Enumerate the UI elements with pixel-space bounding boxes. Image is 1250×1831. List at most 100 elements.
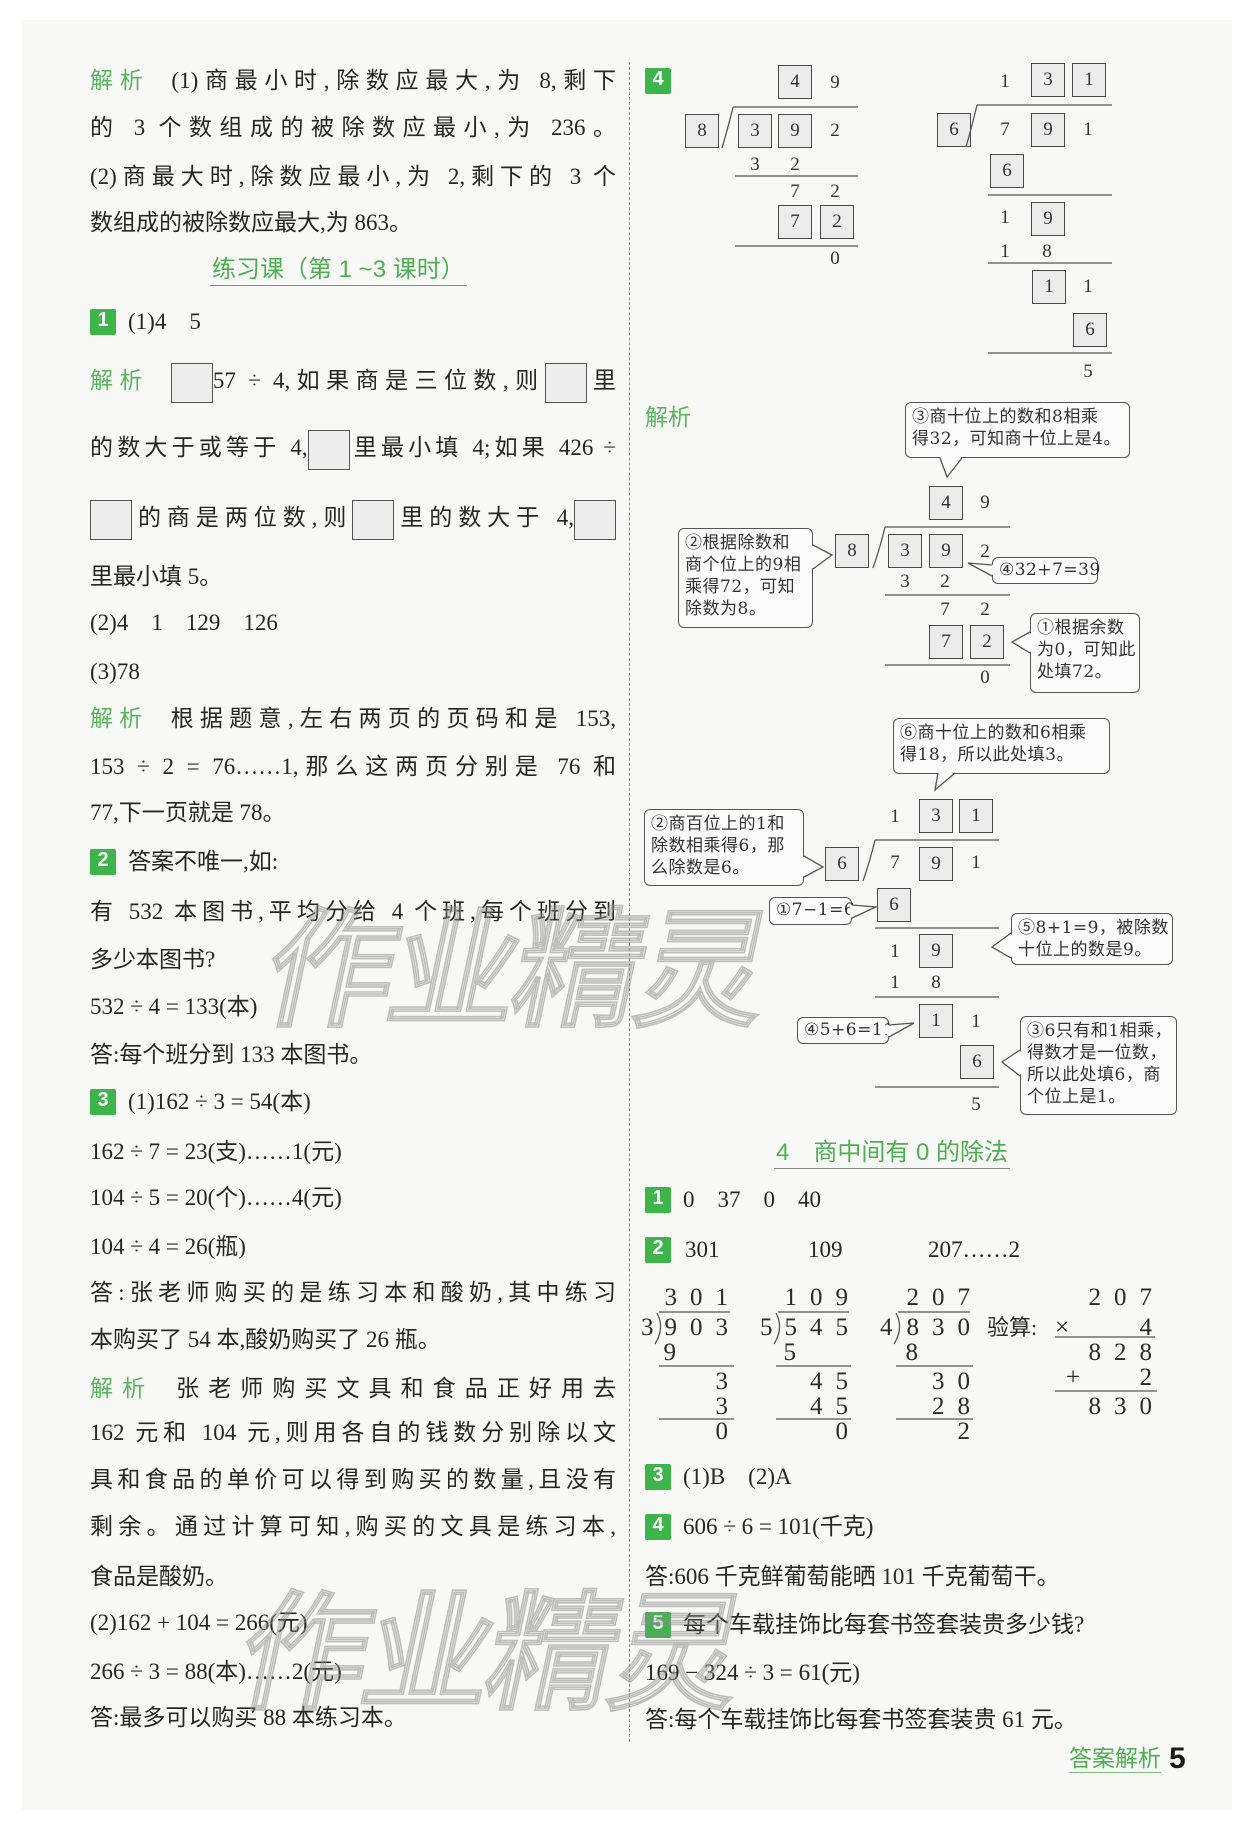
multiplier: 4 xyxy=(1139,1314,1165,1341)
page-footer: 答案解析 5 xyxy=(1069,1741,1186,1775)
q3-analysis-line: 具和食品的单价可以得到购买的数量,且没有 xyxy=(90,1467,616,1492)
remainder: 2 xyxy=(957,1418,983,1445)
digit: 2 xyxy=(830,181,840,202)
divisor-box: 8 xyxy=(685,114,719,148)
blank-box xyxy=(90,499,132,540)
q2-line: 答:每个班分到 133 本图书。 xyxy=(90,1042,373,1067)
digit: 2 xyxy=(980,541,990,562)
digit-box: 9 xyxy=(919,934,953,968)
work-row: 8 xyxy=(905,1339,931,1366)
q2-line: 有 532 本图书,平均分给 4 个班,每个班分到 xyxy=(90,899,616,924)
digit: 2 xyxy=(830,120,840,141)
q3-analysis-line: 162 元和 104 元,则用各自的钱数分别除以文 xyxy=(90,1420,616,1445)
q3-part2-line: (2)162 + 104 = 266(元) xyxy=(90,1610,308,1635)
answer-value: 301 xyxy=(685,1237,720,1262)
question-badge: 2 xyxy=(645,1236,671,1263)
analysis-text: 根据题意,左右两页的页码和是 153, xyxy=(170,706,617,731)
work-row: 9 xyxy=(663,1339,689,1366)
digit: 1 xyxy=(1083,119,1093,140)
analysis-text: 里 xyxy=(586,368,617,393)
q3-line: 3 (1)162 ÷ 3 = 54(本) xyxy=(90,1085,616,1119)
analysis-text: 里最小填 4;如果 426 ÷ xyxy=(349,435,617,460)
column-divider xyxy=(629,62,630,1742)
question-badge: 4 xyxy=(645,68,671,94)
callout-step-5: ⑤8+1=9，被除数 十位上的数是9。 xyxy=(1011,913,1173,965)
q2-line: 多少本图书? xyxy=(90,947,216,972)
dividend: 545 xyxy=(784,1314,861,1341)
callout-step-1: ①根据余数 为0，可知此 处填72。 xyxy=(1030,613,1140,693)
quotient: 207 xyxy=(906,1284,983,1311)
digit-box: 1 xyxy=(1032,270,1066,304)
page-number: 5 xyxy=(1169,1742,1186,1775)
blank-box xyxy=(307,429,350,470)
work-row: 45 xyxy=(810,1393,861,1420)
answer-text: (1)B (2)A xyxy=(683,1464,792,1489)
digit-box: 1 xyxy=(919,1004,953,1038)
digit-box: 3 xyxy=(919,799,953,833)
multiply-sign: × xyxy=(1055,1314,1070,1341)
divisor-box: 6 xyxy=(937,113,971,147)
digit: 7 xyxy=(1000,119,1010,140)
question-badge: 1 xyxy=(645,1186,671,1213)
work-row: 28 xyxy=(932,1393,983,1420)
digit: 5 xyxy=(1083,361,1093,382)
analysis-label: 解析 xyxy=(90,705,149,731)
digit-box: 9 xyxy=(929,534,963,568)
s4-q5-line: 169 − 324 ÷ 3 = 61(元) xyxy=(645,1660,860,1685)
digit: 1 xyxy=(971,1011,981,1032)
digit-box: 9 xyxy=(1031,202,1065,236)
blank-box xyxy=(544,362,587,403)
s4-q3-line: 3(1)B (2)A xyxy=(645,1460,1170,1494)
remainder: 0 xyxy=(835,1418,861,1445)
q2-line: 532 ÷ 4 = 133(本) xyxy=(90,994,258,1019)
question-badge: 2 xyxy=(90,848,116,875)
s4-q2-line: 2 xyxy=(645,1233,1170,1267)
work-row: 45 xyxy=(810,1368,861,1395)
analysis-text: 张老师购买文具和食品正好用去 xyxy=(176,1376,617,1401)
analysis-text: 的数大于或等于 4, xyxy=(90,435,308,460)
callout-step-3: ③6只有和1相乘， 得数才是一位数， 所以此处填6，商 个位上是1。 xyxy=(1020,1016,1177,1115)
answer-text: 606 ÷ 6 = 101(千克) xyxy=(683,1514,874,1539)
q3-line: 162 ÷ 7 = 23(支)……1(元) xyxy=(90,1139,342,1164)
digit: 0 xyxy=(980,667,990,688)
divisor: 4 xyxy=(880,1314,893,1341)
q1-answer-2: (2)4 1 129 126 xyxy=(90,610,278,635)
q3-analysis-line: 剩余。通过计算可知,购买的文具是练习本, xyxy=(90,1514,616,1539)
answer-text: (1)162 ÷ 3 = 54(本) xyxy=(128,1089,311,1114)
q2-line: 2 答案不唯一,如: xyxy=(90,845,616,879)
blank-box xyxy=(170,362,213,403)
intro-line: (2)商最大时,除数应最小,为 2,剩下的 3 个 xyxy=(90,164,616,189)
digit: 2 xyxy=(790,154,800,175)
analysis-text: 57 ÷ 4,如果商是三位数,则 xyxy=(212,368,545,393)
answer-text: (1)4 5 xyxy=(128,309,201,334)
footer-label: 答案解析 xyxy=(1069,1745,1161,1773)
digit-box: 3 xyxy=(888,534,922,568)
quotient: 301 xyxy=(664,1284,741,1311)
digit: 1 xyxy=(971,852,981,873)
digit: 7 xyxy=(890,852,900,873)
question-badge: 3 xyxy=(90,1088,116,1115)
intro-line: 解析(1)商最小时,除数应最大,为 8,剩下 xyxy=(90,63,616,97)
result: 830 xyxy=(1088,1393,1165,1420)
analysis-label: 解析 xyxy=(90,367,149,393)
product: 828 xyxy=(1088,1339,1165,1366)
quotient: 109 xyxy=(784,1284,861,1311)
addend: 2 xyxy=(1139,1364,1165,1391)
digit: 2 xyxy=(980,599,990,620)
q3-line: 104 ÷ 5 = 20(个)……4(元) xyxy=(90,1185,342,1210)
digit-box: 9 xyxy=(778,114,812,148)
analysis-label: 解析 xyxy=(90,1375,155,1401)
intro-line: 数组成的被除数应最大,为 863。 xyxy=(90,210,412,235)
digit-box: 2 xyxy=(820,205,854,239)
digit-box: 6 xyxy=(990,154,1024,188)
digit-box: 2 xyxy=(970,625,1004,659)
digit: 3 xyxy=(900,571,910,592)
digit-box: 6 xyxy=(877,888,911,922)
digit: 8 xyxy=(1042,241,1052,262)
digit-box: 7 xyxy=(778,205,812,239)
section-title-practice: 练习课（第 1 ~3 课时） xyxy=(210,255,467,286)
digit: 1 xyxy=(890,806,900,827)
q3-analysis-line: 解析张老师购买文具和食品正好用去 xyxy=(90,1371,616,1405)
answer-text: 答案不唯一,如: xyxy=(128,849,279,874)
